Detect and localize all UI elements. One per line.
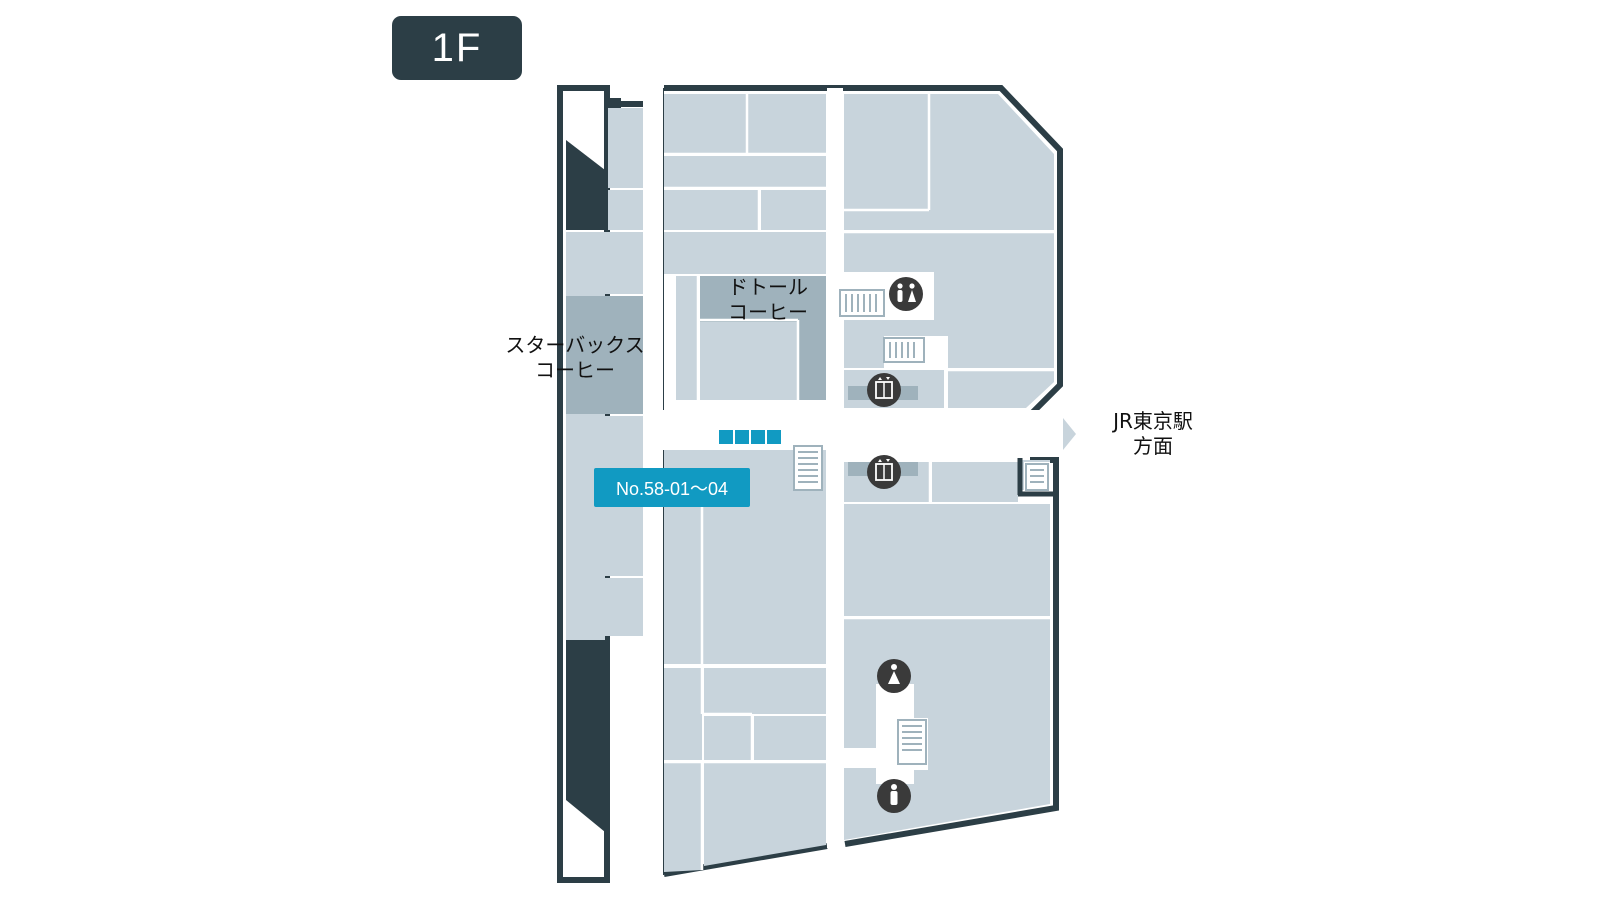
starbucks-room	[566, 296, 643, 414]
stairs-icon	[897, 719, 927, 765]
restroom-icon	[889, 277, 923, 311]
spot-tag[interactable]: No.58-01～04	[594, 468, 750, 507]
floor-badge: 1F	[392, 16, 522, 80]
right-rooms	[840, 94, 1054, 840]
elevator-icon	[867, 455, 901, 489]
female-restroom-icon	[877, 659, 911, 693]
jr-direction-label: JR東京駅 方面	[1113, 409, 1193, 458]
stairs-icon	[839, 289, 885, 317]
elevator-icon	[867, 373, 901, 407]
stairs-icon	[1025, 463, 1049, 491]
doutor-label: ドトール コーヒー	[728, 275, 808, 324]
booth-spots	[719, 430, 781, 444]
male-restroom-icon	[877, 779, 911, 813]
stairs-icon	[793, 445, 823, 491]
left-rooms	[566, 108, 643, 636]
direction-arrow-icon	[1063, 418, 1076, 450]
middle-rooms	[664, 94, 826, 872]
stairs-icon	[883, 337, 925, 363]
starbucks-label: スターバックス コーヒー	[505, 333, 645, 382]
stairs-group	[793, 289, 1049, 765]
